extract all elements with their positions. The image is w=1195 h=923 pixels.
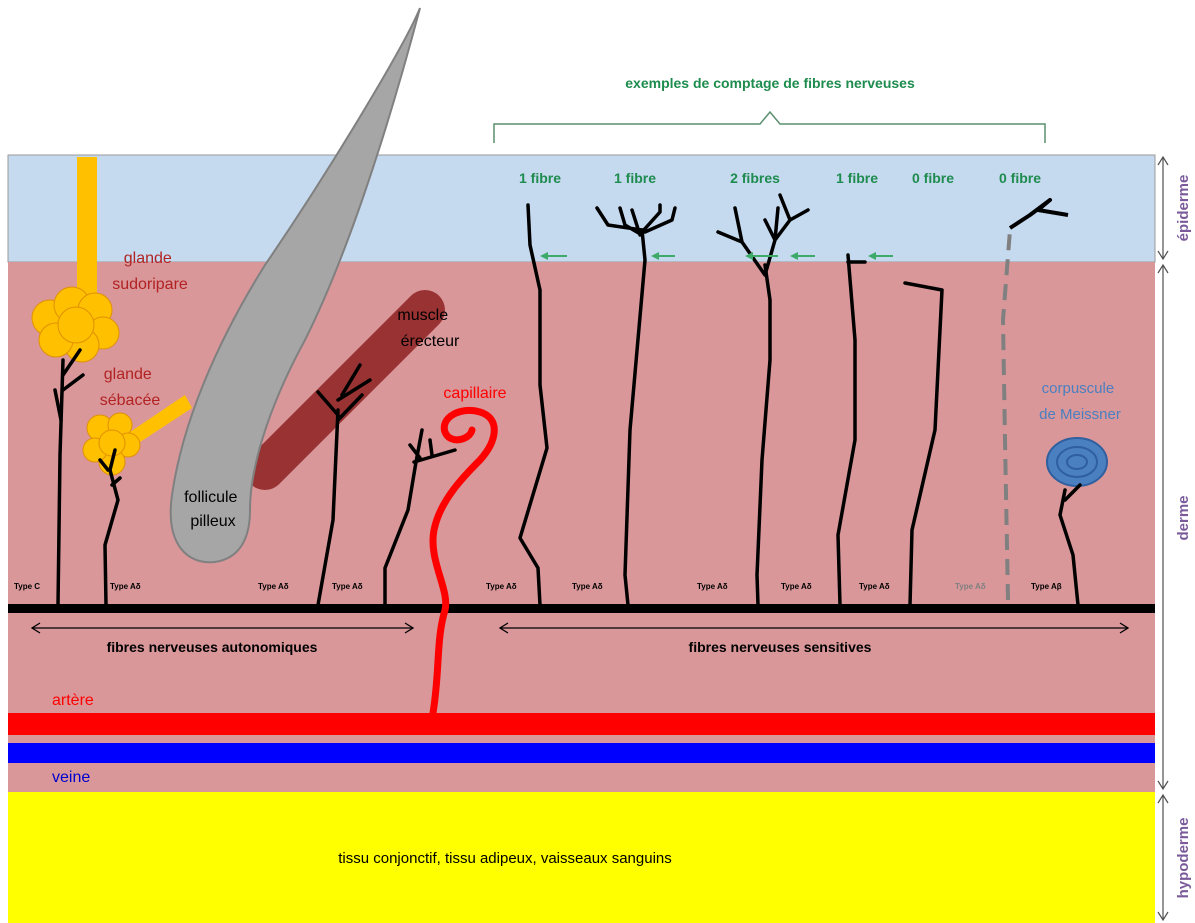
examples-title: exemples de comptage de fibres nerveuses: [625, 75, 915, 91]
fiber-type-label: Type Aδ: [110, 582, 141, 591]
epidermis-range-arrow: [1158, 157, 1168, 259]
examples-bracket: [494, 112, 1045, 143]
artery-label: artère: [52, 692, 94, 709]
dermis-layer-label: derme: [1175, 495, 1192, 540]
epidermis-layer-label: épiderme: [1175, 175, 1192, 242]
fiber-type-label: Type Aβ: [1031, 582, 1062, 591]
layer-range-arrows: [1158, 157, 1168, 920]
fiber-type-label: Type Aδ: [781, 582, 812, 591]
fiber-count-label: 0 fibre: [999, 170, 1041, 186]
fiber-count-label: 1 fibre: [614, 170, 656, 186]
fiber-type-label: Type Aδ: [486, 582, 517, 591]
artery: [8, 713, 1155, 735]
fiber-type-label: Type Aδ: [859, 582, 890, 591]
sweat-gland-duct: [77, 157, 97, 307]
capillary-label: capillaire: [443, 385, 506, 402]
autonomic-fibers-label: fibres nerveuses autonomiques: [107, 639, 318, 655]
fiber-type-label: Type Aδ: [697, 582, 728, 591]
fiber-type-label: Type Aδ: [955, 582, 986, 591]
hypodermis-layer-label: hypoderme: [1175, 818, 1192, 899]
vein: [8, 743, 1155, 763]
epidermis-layer: [8, 155, 1155, 262]
hypodermis-content-label: tissu conjonctif, tissu adipeux, vaissea…: [338, 850, 672, 867]
fiber-count-label: 1 fibre: [519, 170, 561, 186]
fiber-count-label: 1 fibre: [836, 170, 878, 186]
sensory-fibers-label: fibres nerveuses sensitives: [689, 639, 872, 655]
meissner-corpuscle: [1047, 438, 1107, 486]
nerve-baseline: [8, 604, 1155, 613]
dermis-range-arrow: [1158, 265, 1168, 789]
fiber-type-label: Type Aδ: [572, 582, 603, 591]
vein-label: veine: [52, 769, 90, 786]
fiber-type-label: Type Aδ: [258, 582, 289, 591]
fiber-count-label: 0 fibre: [912, 170, 954, 186]
hypodermis-range-arrow: [1158, 795, 1168, 920]
fiber-type-label: Type C: [14, 582, 40, 591]
fiber-type-label: Type Aδ: [332, 582, 363, 591]
fiber-count-label: 2 fibres: [730, 170, 780, 186]
